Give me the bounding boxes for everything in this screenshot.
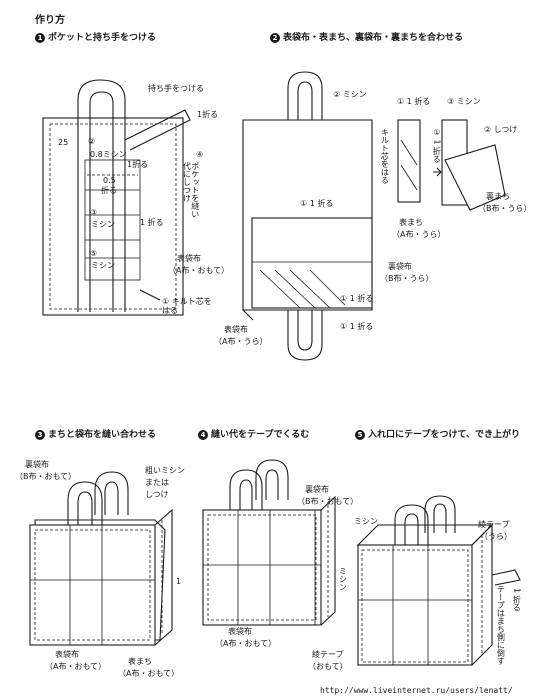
s2-gusset-fold: ① 1 折る: [397, 97, 431, 106]
s1-machine5: ミシン: [91, 261, 115, 270]
s1-fabric-a: （A布・おもて）: [168, 266, 230, 275]
s3-coarse3: しつけ: [145, 490, 169, 499]
s3-one: 1: [176, 577, 182, 586]
s4-outer: 表袋布: [228, 627, 252, 636]
step4-heading-text: 縫い代をテープでくるむ: [211, 430, 310, 440]
s4-tape: 綾テープ: [312, 650, 344, 659]
s3-coarse1: 粗いミシン: [145, 466, 185, 475]
s1-fold1c: 1 折る: [140, 218, 164, 227]
step1-figure: [42, 79, 191, 316]
step2-number: 2: [270, 33, 280, 43]
watermark-url: http://www.liveinternet.ru/users/lenatt/: [320, 686, 513, 695]
s3-gusset-a: （A布・おもて）: [118, 669, 180, 678]
s2-lining-b: （B布・うら）: [380, 274, 434, 283]
step3-figure: [29, 471, 173, 646]
s2-gusset-outer-a: （A布・うら）: [392, 230, 446, 239]
s1-outer-fabric: 表袋布: [177, 254, 201, 263]
s1-fold1-label: 1折る: [197, 110, 219, 119]
s5-tape: 綾テープ: [478, 520, 510, 529]
s5-tape-s: （うら）: [480, 532, 512, 541]
step2-figure: [242, 71, 506, 361]
s2-machine3: ③ ミシン: [447, 97, 481, 106]
s1-fold1b: 1折る: [127, 160, 149, 169]
s2-outer-a: （A布・うら）: [214, 337, 268, 346]
s2-gusset-fold-vertical: ① 1 折る: [432, 128, 442, 164]
step1-number: 1: [35, 33, 45, 43]
s1-machine3: ミシン: [91, 220, 115, 229]
s1-handle-label: 持ち手をつける: [148, 84, 204, 93]
s1-pocket-vertical: ポケットを縫い代にしつけ: [182, 162, 200, 218]
step4-number: 4: [198, 430, 208, 440]
step2-heading-text: 表袋布・表まち、裏袋布・裏まちを合わせる: [283, 33, 464, 43]
s1-circ4: ④: [196, 150, 204, 159]
s4-lining-b: （B布・おもて）: [297, 497, 359, 506]
step5-number: 5: [355, 430, 365, 440]
s5-machine: ミシン: [354, 517, 378, 526]
s1-fold05: 折る: [101, 186, 117, 195]
s2-outer: 表袋布: [224, 325, 248, 334]
step5-heading-text: 入れ口にテープをつけて、でき上がり: [368, 430, 521, 440]
s2-fold-bot: ① 1 折る: [340, 322, 374, 331]
s1-dim25: 25: [58, 138, 69, 147]
s1-dim05: 0.5: [103, 176, 116, 185]
s4-machine-vertical: ミシン: [338, 567, 348, 591]
s2-fold-mid: ① 1 折る: [340, 294, 374, 303]
s1-circ3: ③: [90, 208, 98, 217]
s2-lining: 裏袋布: [388, 262, 412, 271]
s3-lining: 裏袋布: [25, 460, 49, 469]
s1-quilt: ① キルト芯をはる: [162, 297, 212, 316]
s4-tape-s: （おもて）: [308, 662, 348, 671]
s3-coarse2: または: [145, 478, 169, 487]
s1-step2-marker: ②: [88, 137, 96, 146]
s5-fold1-vertical: 1 折る: [512, 588, 522, 612]
s4-lining: 裏袋布: [305, 485, 329, 494]
s2-fold-top: ① 1 折る: [300, 199, 334, 208]
step1-heading-text: ポケットと持ち手をつける: [48, 33, 157, 43]
s3-outer-a: （A布・おもて）: [45, 662, 107, 671]
s5-tape-note-vertical: テープはまち側に倒す: [496, 585, 506, 665]
s2-gusset-lining-b: （B布・うら）: [478, 204, 532, 213]
s3-outer: 表袋布: [55, 650, 79, 659]
s3-gusset: 表まち: [128, 657, 152, 666]
s2-machine: ② ミシン: [333, 90, 367, 99]
s4-outer-a: （A布・おもて）: [215, 639, 277, 648]
step3-number: 3: [35, 430, 45, 440]
step3-heading-text: まちと袋布を縫い合わせる: [48, 430, 157, 440]
page-title: 作り方: [35, 15, 65, 26]
s1-stitch08: 0.8ミシン: [90, 150, 127, 159]
s2-gusset-lining: 裏まち: [486, 192, 510, 201]
s2-quilt-vertical: キルト芯をはる: [380, 128, 390, 184]
s1-circ5: ⑤: [90, 249, 98, 258]
s2-gusset-outer: 表まち: [399, 218, 423, 227]
s3-lining-b: （B布・おもて）: [15, 472, 77, 481]
s2-baste2: ② しつけ: [484, 125, 518, 134]
step5-figure: [356, 495, 521, 666]
step4-figure: [202, 459, 336, 626]
